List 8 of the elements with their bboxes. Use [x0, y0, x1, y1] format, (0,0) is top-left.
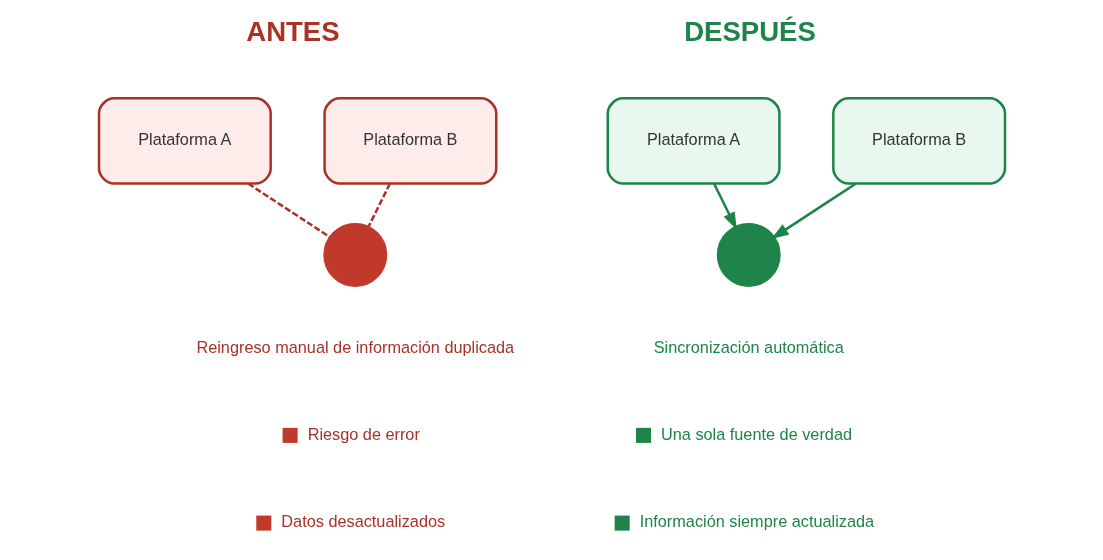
node-label: Reingreso manual de información duplicada — [195, 338, 514, 357]
label: Una sola fuente de verdad — [660, 424, 852, 443]
label: Riesgo de error — [307, 424, 420, 443]
node-label: Sincronización automática — [653, 338, 844, 357]
label: ANTES — [245, 16, 340, 48]
label: Información siempre actualizada — [639, 512, 874, 531]
label: Datos desactualizados — [280, 512, 445, 531]
label: DESPUÉS — [683, 16, 816, 48]
